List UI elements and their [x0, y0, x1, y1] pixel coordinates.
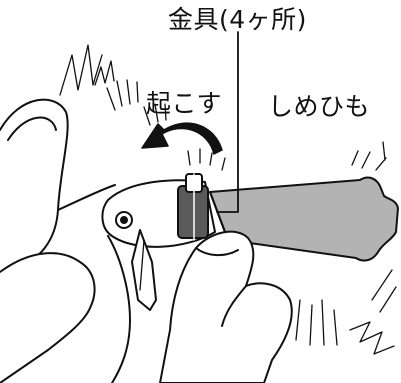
- fitting-label: 金具(4ヶ所): [168, 5, 307, 34]
- strap: [209, 176, 399, 262]
- raise-label: 起こす: [146, 89, 223, 118]
- fitting-leader-line: [216, 31, 239, 213]
- strap-label: しめひも: [268, 92, 371, 121]
- buckle: [101, 173, 216, 311]
- curved-arrow-icon: [141, 122, 223, 155]
- dog-head: [0, 98, 116, 273]
- left-hand: [0, 252, 96, 383]
- right-hand: [107, 230, 293, 383]
